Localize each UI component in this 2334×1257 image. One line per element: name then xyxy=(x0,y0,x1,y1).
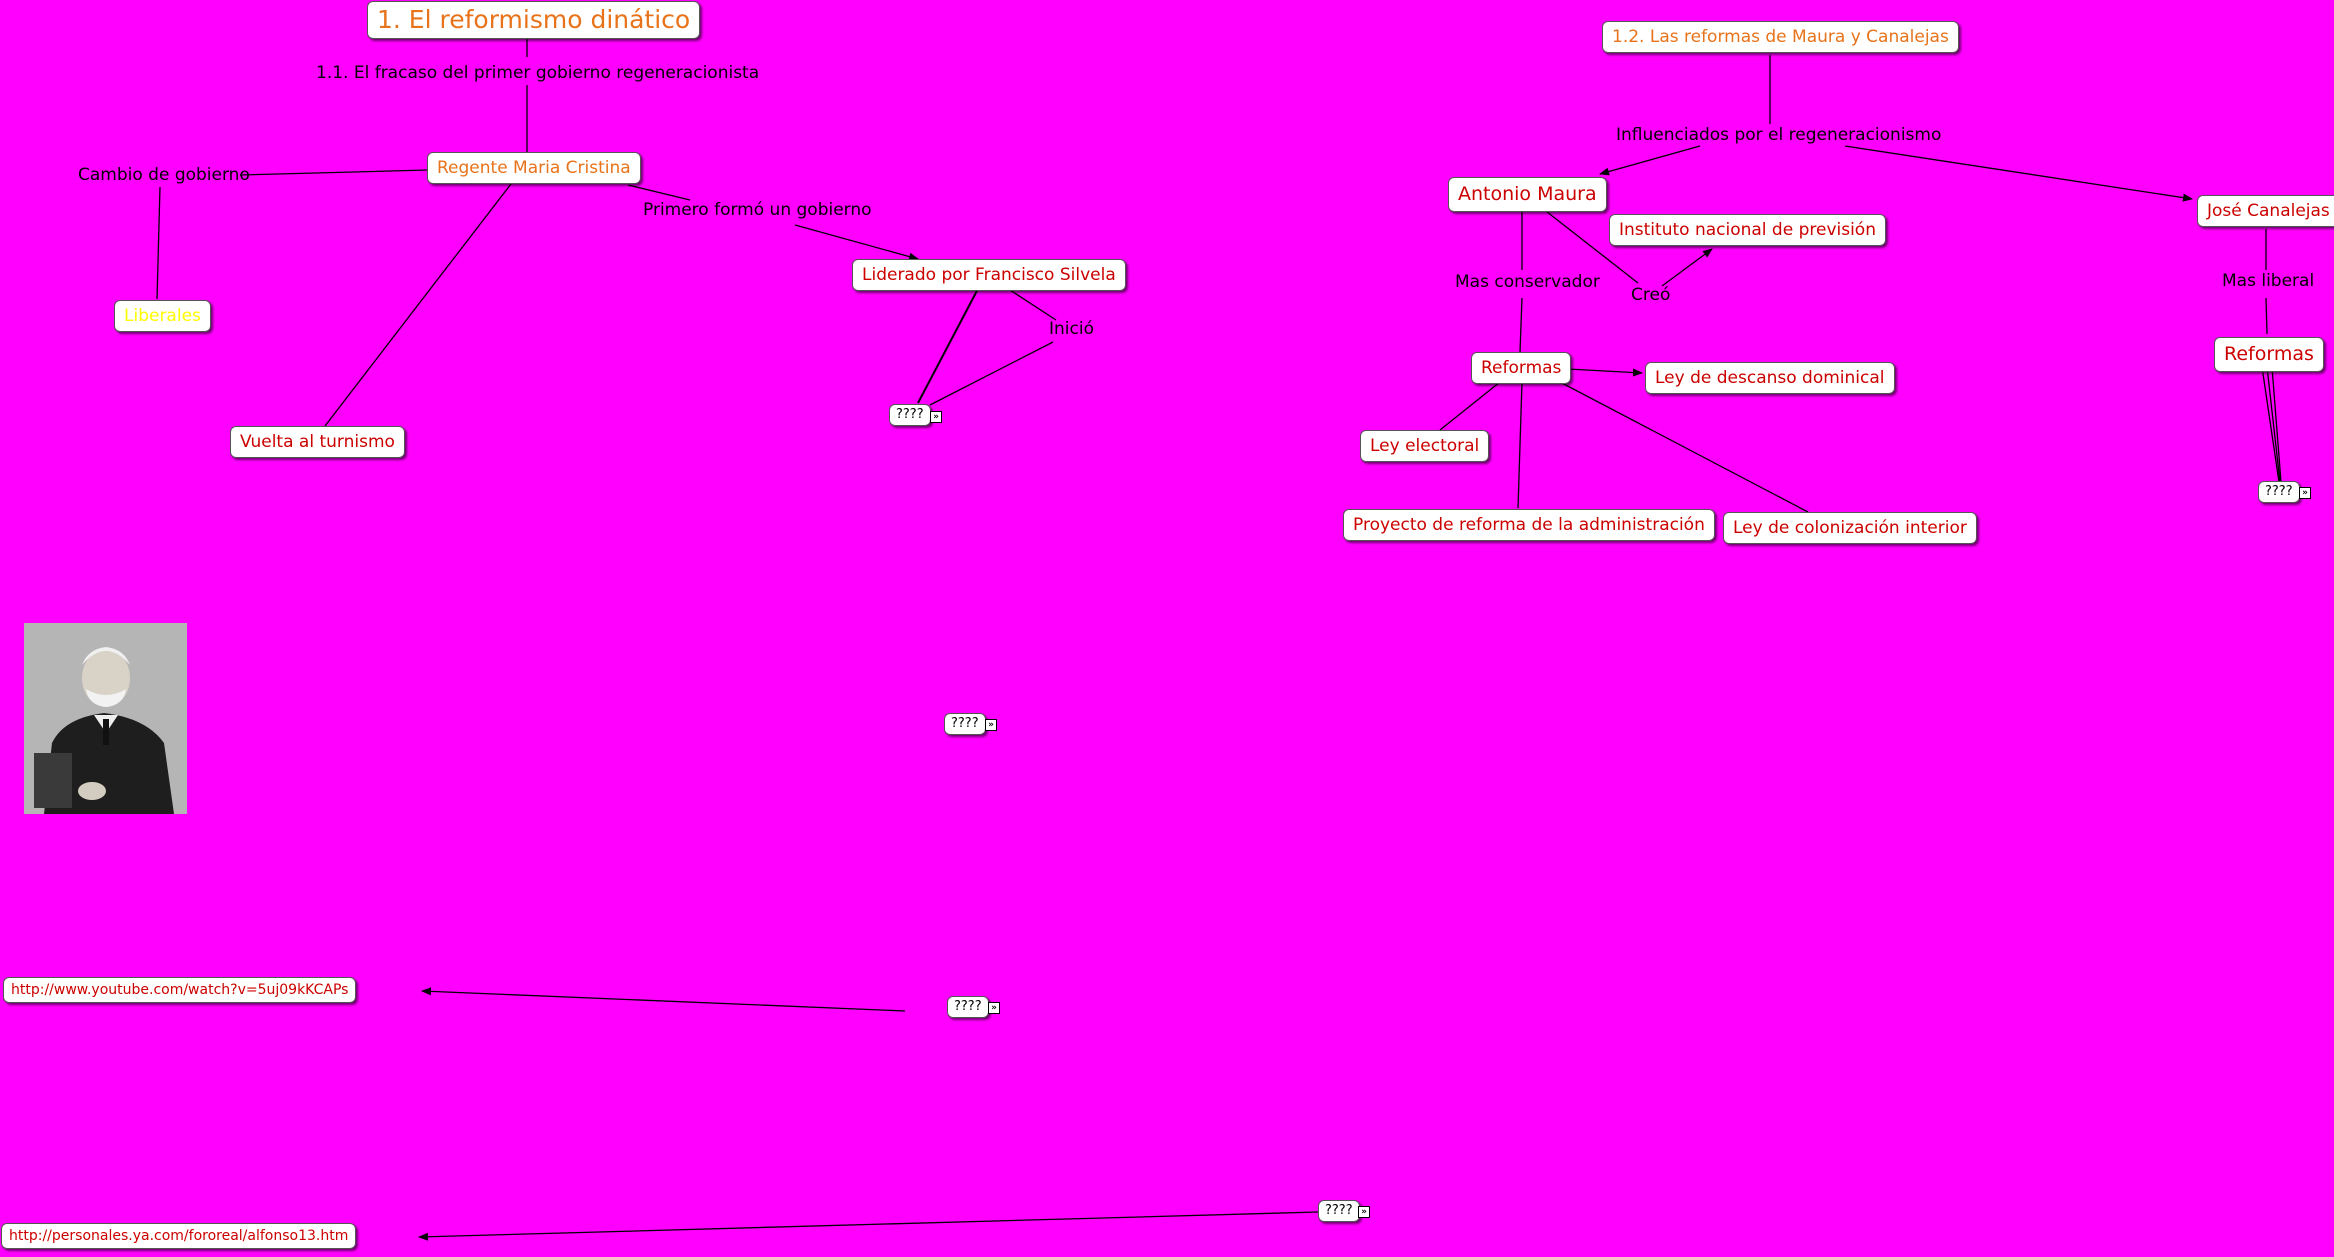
label-mas-conservador: Mas conservador xyxy=(1455,272,1600,292)
label-creo: Creó xyxy=(1631,285,1670,305)
node-proyecto-reforma-administracion[interactable]: Proyecto de reforma de la administración xyxy=(1343,509,1715,541)
portrait-photo xyxy=(24,623,187,814)
label-influenciados: Influenciados por el regeneracionismo xyxy=(1616,125,1941,145)
link-inicio-r1 xyxy=(930,342,1053,405)
link-influenciados-canalejas xyxy=(1845,146,2192,199)
title-reformas-maura-canalejas[interactable]: 1.2. Las reformas de Maura y Canalejas xyxy=(1602,21,1959,53)
link-regente-primero xyxy=(628,185,690,200)
double-chevron-icon[interactable]: » xyxy=(988,1002,1000,1014)
link-liberal-reformas2 xyxy=(2266,298,2267,334)
double-chevron-icon[interactable]: » xyxy=(2299,487,2311,499)
node-vuelta-turnismo[interactable]: Vuelta al turnismo xyxy=(230,426,405,458)
node-ley-electoral[interactable]: Ley electoral xyxy=(1360,430,1489,462)
link-reformas1-colonizacion xyxy=(1560,382,1808,512)
link-r3-url1 xyxy=(422,991,905,1011)
node-regente-maria-cristina[interactable]: Regente Maria Cristina xyxy=(427,152,641,184)
node-jose-canalejas[interactable]: José Canalejas xyxy=(2197,195,2334,227)
link-regente-cambio xyxy=(240,170,428,175)
resource-node-3[interactable]: ???? xyxy=(947,996,989,1018)
link-silvela-inicio xyxy=(1010,290,1056,320)
node-ley-descanso-dominical[interactable]: Ley de descanso dominical xyxy=(1645,362,1895,394)
link-conservador-reformas1 xyxy=(1520,298,1522,352)
link-r4-url2 xyxy=(419,1212,1318,1237)
label-fracaso-gobierno: 1.1. El fracaso del primer gobierno rege… xyxy=(316,63,759,83)
link-silvela-r1 xyxy=(918,285,980,403)
resource-node-2[interactable]: ???? xyxy=(944,713,986,735)
node-instituto-prevision[interactable]: Instituto nacional de previsión xyxy=(1609,214,1886,246)
resource-node-4[interactable]: ???? xyxy=(1318,1200,1360,1222)
resource-node-5[interactable]: ???? xyxy=(2258,481,2300,503)
link-reformas1-descanso xyxy=(1568,369,1642,373)
link-regente-vuelta xyxy=(325,180,514,426)
double-chevron-icon[interactable]: » xyxy=(985,719,997,731)
link-creo-instituto xyxy=(1662,249,1712,286)
link-cambio-liberales xyxy=(157,187,160,299)
node-antonio-maura[interactable]: Antonio Maura xyxy=(1448,177,1607,212)
label-mas-liberal: Mas liberal xyxy=(2222,271,2314,291)
link-influenciados-maura xyxy=(1600,146,1700,174)
link-reformas1-proyecto xyxy=(1518,382,1522,508)
node-url-youtube[interactable]: http://www.youtube.com/watch?v=5uj09kKCA… xyxy=(3,977,356,1003)
resource-node-1[interactable]: ???? xyxy=(889,404,931,426)
link-primero-silvela xyxy=(795,225,918,259)
node-url-personales[interactable]: http://personales.ya.com/fororeal/alfons… xyxy=(1,1223,356,1249)
node-reformas-maura[interactable]: Reformas xyxy=(1471,352,1571,384)
double-chevron-icon[interactable]: » xyxy=(1358,1206,1370,1218)
label-inicio: Inició xyxy=(1049,319,1094,339)
title-reformismo-dinastico[interactable]: 1. El reformismo dinático xyxy=(367,1,700,39)
node-ley-colonizacion-interior[interactable]: Ley de colonización interior xyxy=(1723,512,1977,544)
node-reformas-canalejas[interactable]: Reformas xyxy=(2214,337,2324,372)
label-primero-formo: Primero formó un gobierno xyxy=(643,200,872,220)
label-cambio-gobierno: Cambio de gobierno xyxy=(78,165,250,185)
node-francisco-silvela[interactable]: Liderado por Francisco Silvela xyxy=(852,259,1126,291)
portrait-figure xyxy=(24,623,187,814)
double-chevron-icon[interactable]: » xyxy=(930,411,942,423)
link-reformas1-electoral xyxy=(1440,382,1500,430)
node-liberales[interactable]: Liberales xyxy=(114,300,211,332)
